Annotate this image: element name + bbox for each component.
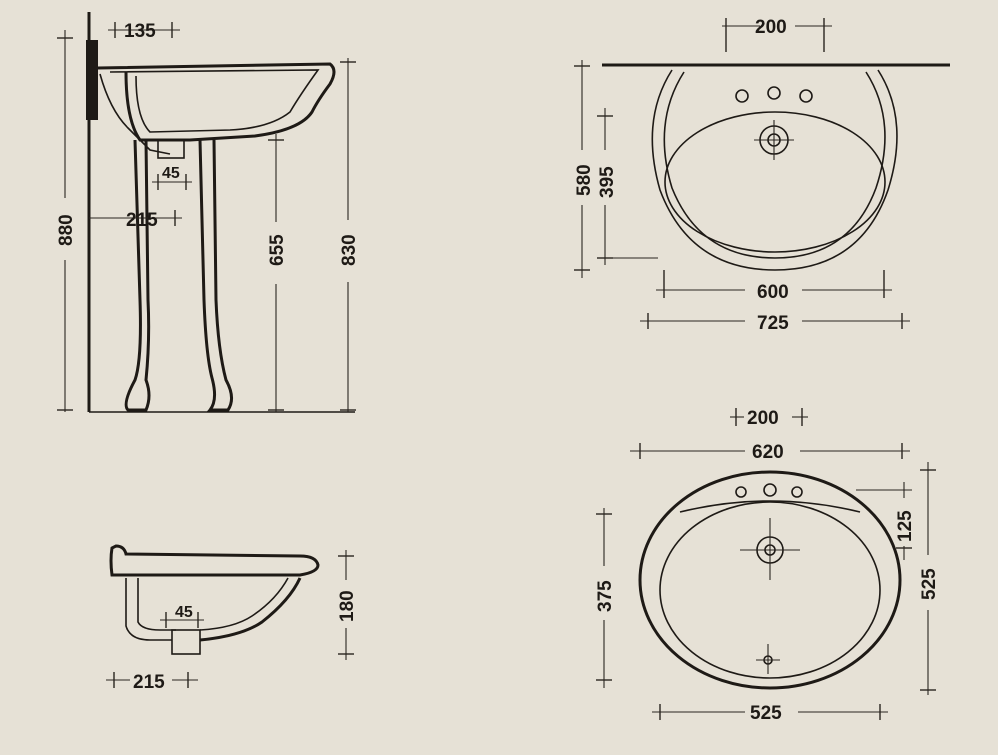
dimension-label: 580: [574, 164, 595, 196]
dimension-label: 620: [752, 442, 784, 463]
dimension-200-top: 200: [722, 17, 832, 52]
dimension-135: 135: [108, 21, 180, 42]
dimension-label: 375: [595, 580, 616, 612]
top-view-countertop-basin: [638, 470, 902, 690]
side-view-pedestal-basin: [86, 12, 355, 413]
side-view-countertop-basin: [109, 544, 320, 655]
dimension-125: 125: [856, 482, 916, 560]
dimension-label: 180: [337, 590, 358, 622]
top-view-pedestal-basin: [602, 63, 950, 271]
dimension-180: 180: [337, 550, 358, 660]
dimension-label: 45: [175, 604, 193, 621]
dimension-200-countertop: 200: [730, 408, 808, 429]
dimension-label: 200: [747, 408, 779, 429]
dimension-label: 200: [755, 17, 787, 38]
dimension-600: 600: [656, 270, 892, 303]
dimension-655: 655: [267, 134, 288, 412]
dimension-395: 395: [597, 108, 658, 265]
dimension-label: 215: [133, 672, 165, 693]
dimension-label: 45: [162, 165, 180, 182]
dimension-620: 620: [630, 442, 910, 463]
dimension-label: 830: [339, 234, 360, 266]
dimension-label: 880: [56, 214, 77, 246]
dimension-label: 135: [124, 21, 156, 42]
dimension-45-side: 45: [152, 165, 192, 190]
dimension-label: 215: [126, 210, 158, 231]
dimension-580: 580: [574, 60, 595, 278]
dimension-880: 880: [56, 30, 77, 412]
dimension-830: 830: [339, 58, 360, 412]
dimension-label: 525: [750, 703, 782, 724]
dimension-45-countertop: 45: [160, 604, 204, 628]
dimension-215-countertop: 215: [106, 672, 198, 693]
dimension-375: 375: [595, 508, 616, 688]
dimension-525-horizontal: 525: [652, 703, 888, 724]
dimension-label: 655: [267, 234, 288, 266]
dimension-525-vertical: 525: [919, 462, 940, 695]
dimension-725: 725: [640, 313, 910, 334]
dimension-label: 125: [895, 510, 916, 542]
dimension-label: 600: [757, 282, 789, 303]
dimension-label: 525: [919, 568, 940, 600]
dimension-215-side: 215: [89, 210, 182, 231]
dimension-label: 725: [757, 313, 789, 334]
dimension-label: 395: [597, 166, 618, 198]
